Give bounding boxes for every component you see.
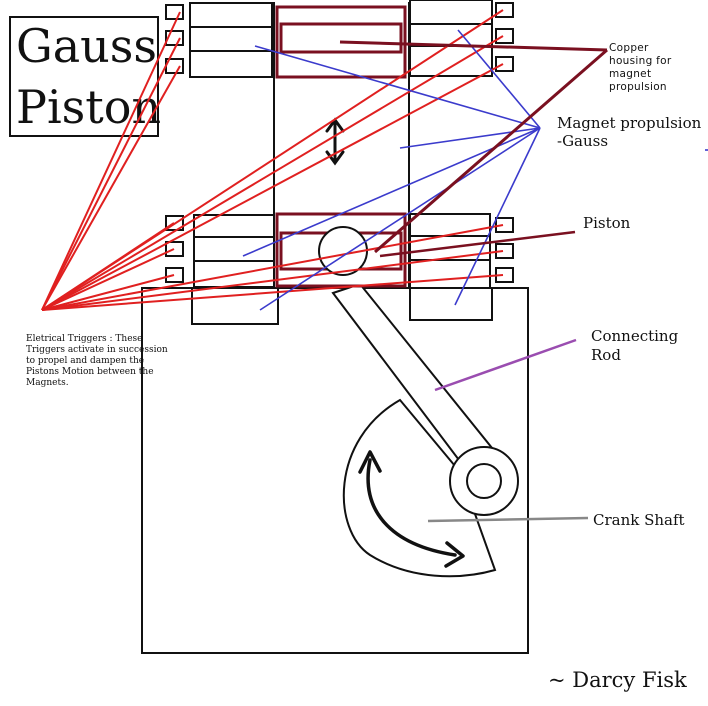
- svg-text:Magnet propulsion: Magnet propulsion: [557, 114, 702, 132]
- svg-text:Rod: Rod: [591, 346, 621, 364]
- magnet-propulsion-label: Magnet propulsion -Gauss: [557, 114, 702, 150]
- upper-magnet-coils: [189, 0, 493, 78]
- svg-text:housing for: housing for: [609, 55, 672, 67]
- rod-pointer-line: [434, 338, 577, 392]
- magnet-pointer-lines: [242, 29, 708, 311]
- svg-text:Triggers activate in successio: Triggers activate in succession: [26, 345, 168, 355]
- crank-pin: [449, 446, 519, 516]
- svg-text:Eletrical Triggers : These: Eletrical Triggers : These: [26, 334, 143, 344]
- copper-pointer-lines: [339, 40, 608, 254]
- svg-text:Connecting: Connecting: [591, 327, 679, 345]
- electrical-triggers-label: Eletrical Triggers : These Triggers acti…: [26, 334, 168, 388]
- svg-text:to propel and dampen the: to propel and dampen the: [26, 356, 144, 366]
- crank-shaft: [342, 398, 497, 578]
- title-box: [9, 16, 159, 137]
- svg-text:-Gauss: -Gauss: [557, 132, 608, 150]
- svg-text:Copper: Copper: [609, 42, 649, 54]
- svg-text:magnet: magnet: [609, 68, 651, 80]
- svg-text:Pistons Motion between the: Pistons Motion between the: [26, 367, 154, 377]
- title-line-1: Gauss: [16, 19, 157, 73]
- rotation-arrow: [358, 450, 465, 568]
- crank-pointer-line: [427, 516, 589, 523]
- piston: [275, 212, 407, 288]
- crank-shaft-label: Crank Shaft: [593, 511, 685, 529]
- lower-trigger-boxes: [165, 215, 514, 283]
- svg-text:propulsion: propulsion: [609, 81, 667, 93]
- piston-pointer-line: [379, 230, 576, 258]
- connecting-rod-label: Connecting Rod: [591, 327, 679, 364]
- upper-copper-housing: [275, 5, 407, 79]
- piston-label: Piston: [583, 214, 631, 232]
- svg-text:Magnets.: Magnets.: [26, 378, 69, 388]
- author-signature: ~ Darcy Fisk: [548, 668, 687, 692]
- trigger-wires: [41, 9, 504, 311]
- copper-housing-label: Copper housing for magnet propulsion: [609, 42, 672, 93]
- title-line-2: Piston: [16, 80, 161, 134]
